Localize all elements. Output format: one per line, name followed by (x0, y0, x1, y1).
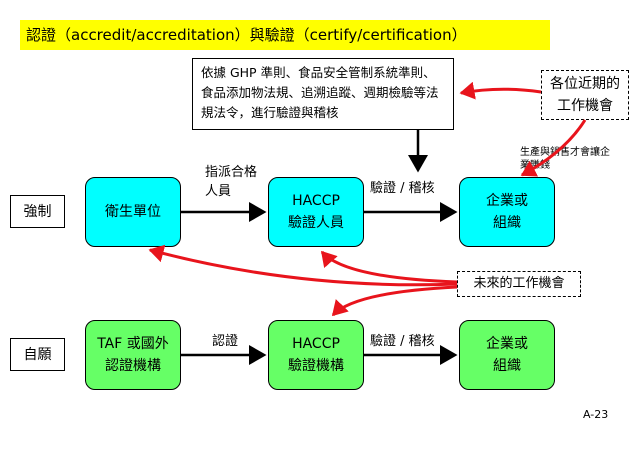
red-arrow-recent-to-enterprise (520, 119, 587, 177)
accredit-label: 認證 (212, 334, 239, 349)
haccp-verifier-box: HACCP 驗證人員 (268, 177, 364, 247)
recent-jobs-box: 各位近期的工作機會 (541, 70, 629, 120)
page-title: 認證（accredit/accreditation）與驗證（certify/ce… (20, 20, 550, 50)
red-arrow-future-to-certbody (331, 285, 458, 317)
red-arrow-recent-to-law (459, 81, 542, 100)
haccp-cert-body-box: HACCP 驗證機構 (268, 320, 364, 390)
enterprise-box-2: 企業或組織 (459, 320, 555, 390)
red-arrow-future-to-authority (148, 244, 458, 287)
voluntary-label: 自願 (10, 338, 65, 371)
verify-audit-label-2: 驗證 / 稽核 (370, 334, 435, 349)
page-number: A-23 (583, 408, 609, 421)
law-description-box: 依據 GHP 準則、食品安全管制系統準則、食品添加物法規、追溯追蹤、週期檢驗等法… (192, 58, 454, 130)
accreditation-body-box: TAF 或國外認證機構 (85, 320, 181, 390)
future-jobs-box: 未來的工作機會 (457, 271, 581, 297)
mandatory-label: 強制 (10, 195, 65, 228)
red-arrow-future-to-verifier (320, 250, 458, 284)
enterprise-box-1: 企業或組織 (459, 177, 555, 247)
verify-audit-label-1: 驗證 / 稽核 (370, 181, 435, 196)
assign-qualified-label: 指派合格人員 (205, 165, 258, 199)
health-authority-box: 衛生單位 (85, 177, 181, 247)
